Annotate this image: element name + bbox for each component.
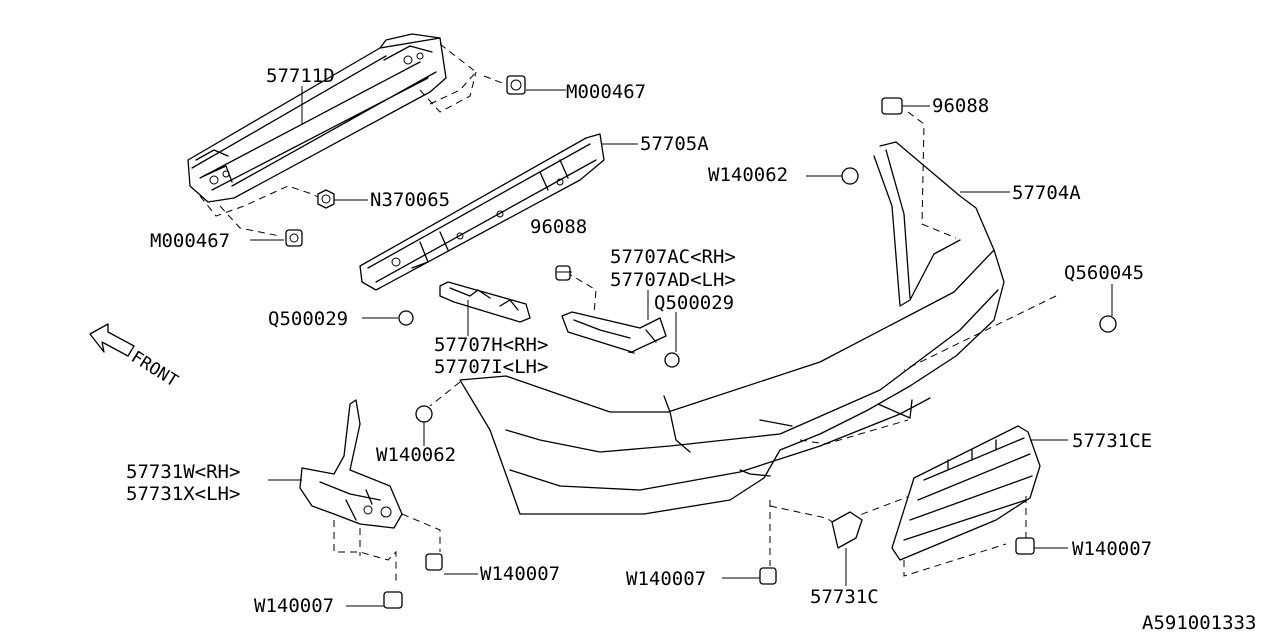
label-96088-mid: 96088 (530, 216, 587, 238)
label-57731w: 57731W<RH> (126, 461, 240, 483)
bumper-cover-right-part (891, 425, 1041, 561)
side-bracket-part (439, 281, 531, 323)
label-q500029-left: Q500029 (268, 308, 348, 330)
label-57731ce: 57731CE (1072, 430, 1152, 452)
rear-bumper-face-part (459, 141, 1005, 515)
leader-dash (199, 185, 325, 237)
push-rivet-icon (415, 405, 433, 423)
label-w140062-left: W140062 (376, 444, 456, 466)
label-q560045: Q560045 (1064, 262, 1144, 284)
leader-dash (903, 496, 1027, 577)
label-57704a: 57704A (1012, 182, 1081, 204)
label-w140007-center: W140007 (626, 568, 706, 590)
leader-dash (419, 43, 511, 113)
bolt-icon (506, 75, 526, 95)
leader-dash (333, 513, 441, 584)
clip-icon (759, 567, 777, 585)
clip-icon (881, 97, 903, 115)
label-w140007-right: W140007 (1072, 538, 1152, 560)
push-rivet-icon (841, 167, 859, 185)
label-57705a: 57705A (640, 133, 709, 155)
front-label: FRONT (127, 347, 181, 391)
label-57707i: 57707I<LH> (434, 356, 548, 378)
label-96088-top: 96088 (932, 95, 989, 117)
leader-dash (429, 381, 461, 407)
front-direction-arrow (89, 323, 135, 357)
energy-absorber-part (359, 133, 605, 291)
label-m000467-top: M000467 (566, 81, 646, 103)
screw-icon (398, 310, 680, 368)
screw-icon (1099, 315, 1117, 333)
leader-lines (250, 86, 1113, 607)
side-bracket-part (561, 311, 667, 353)
label-57731x: 57731X<LH> (126, 483, 240, 505)
label-w140007-mid: W140007 (480, 563, 560, 585)
diagram-id: A591001333 (1142, 612, 1256, 634)
bolt-icon (285, 229, 303, 247)
label-57707ad: 57707AD<LH> (610, 269, 736, 291)
label-57707h: 57707H<RH> (434, 334, 548, 356)
label-n370065: N370065 (370, 189, 450, 211)
clip-icon (383, 553, 443, 609)
label-m000467-left: M000467 (150, 230, 230, 252)
label-57711d: 57711D (266, 65, 335, 87)
label-w140062-right: W140062 (708, 164, 788, 186)
reinforcement-beam-part (187, 33, 447, 203)
nut-icon (317, 189, 335, 209)
label-57707ac: 57707AC<RH> (610, 246, 736, 268)
label-57731c: 57731C (810, 586, 879, 608)
label-w140007-bottom: W140007 (254, 595, 334, 617)
small-cover-part (831, 511, 863, 549)
label-q500029-right: Q500029 (654, 292, 734, 314)
clip-icon (1015, 537, 1035, 555)
side-cover-left-part (299, 399, 403, 529)
clip-icon (555, 265, 571, 281)
leader-dash (769, 111, 1057, 566)
leader-dash (565, 271, 641, 355)
